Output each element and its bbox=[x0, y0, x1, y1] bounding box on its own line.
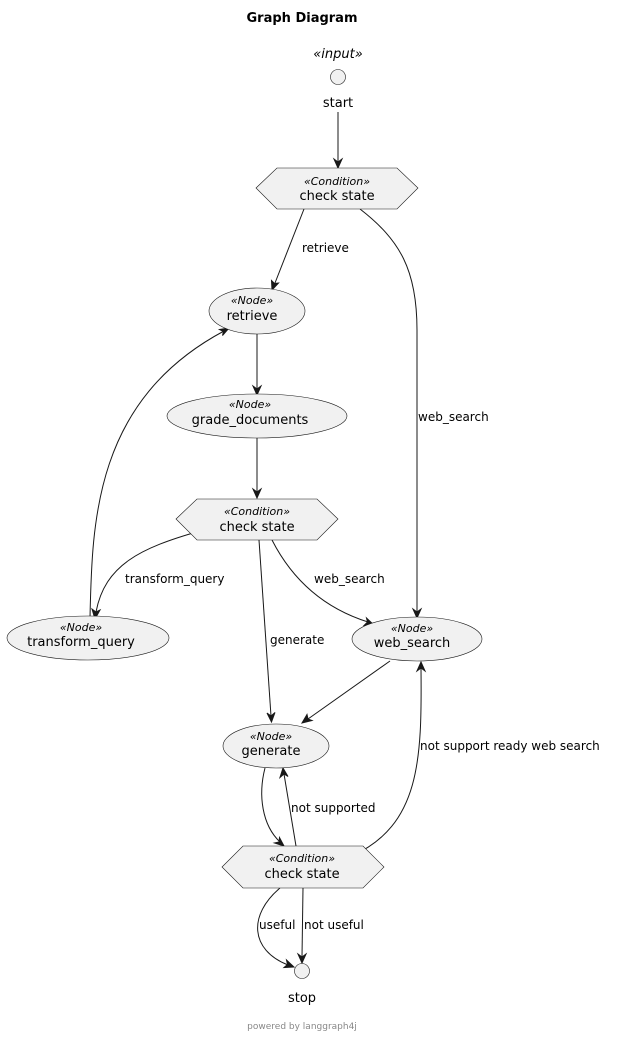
condition-node-1[interactable]: «Condition» check state bbox=[255, 167, 419, 210]
edge-condition2-to-generate bbox=[258, 539, 272, 717]
edge-condition3-to-stop-not-useful bbox=[301, 887, 304, 958]
condition-3-label: check state bbox=[264, 867, 339, 882]
edge-label-transform-query: transform_query bbox=[125, 572, 224, 586]
arrowhead bbox=[278, 766, 289, 780]
arrowhead bbox=[251, 384, 263, 397]
arrowhead bbox=[217, 327, 231, 336]
node-web-search[interactable]: «Node» web_search bbox=[351, 616, 483, 662]
arrowhead bbox=[296, 952, 308, 965]
arrowhead bbox=[91, 607, 102, 621]
generate-label: generate bbox=[242, 744, 301, 759]
arrowhead bbox=[266, 712, 276, 724]
arrowhead bbox=[282, 958, 296, 969]
stop-node[interactable] bbox=[294, 963, 310, 979]
transform-query-stereotype: «Node» bbox=[60, 621, 102, 634]
edge-label-not-supported: not supported bbox=[291, 801, 376, 815]
start-node[interactable] bbox=[330, 69, 346, 85]
edges: retrieve web_search transform_query web_… bbox=[89, 112, 600, 969]
edge-condition2-to-transform bbox=[95, 530, 201, 613]
edge-label-useful: useful bbox=[259, 918, 295, 932]
edge-condition3-to-generate bbox=[283, 773, 297, 847]
edge-web-search-to-generate bbox=[307, 660, 391, 720]
edge-label-generate: generate bbox=[270, 633, 324, 647]
arrowhead bbox=[300, 713, 314, 724]
edge-generate-to-condition3 bbox=[261, 767, 281, 843]
grade-documents-label: grade_documents bbox=[192, 413, 309, 428]
node-generate[interactable]: «Node» generate bbox=[222, 723, 330, 769]
node-retrieve[interactable]: «Node» retrieve bbox=[208, 287, 306, 335]
web-search-label: web_search bbox=[374, 636, 451, 651]
arrowhead bbox=[411, 607, 423, 620]
web-search-stereotype: «Node» bbox=[391, 622, 433, 635]
input-stereotype: «input» bbox=[313, 47, 363, 62]
arrowhead bbox=[415, 660, 427, 673]
arrowhead bbox=[332, 157, 344, 170]
condition-3-stereotype: «Condition» bbox=[269, 852, 335, 865]
condition-1-stereotype: «Condition» bbox=[304, 175, 370, 188]
grade-documents-stereotype: «Node» bbox=[229, 398, 271, 411]
generate-stereotype: «Node» bbox=[250, 730, 292, 743]
node-transform-query[interactable]: «Node» transform_query bbox=[6, 615, 170, 661]
edge-label-not-useful: not useful bbox=[304, 918, 364, 932]
edge-condition1-to-web-search bbox=[359, 208, 418, 612]
condition-node-2[interactable]: «Condition» check state bbox=[175, 498, 339, 541]
edge-label-web-search-2: web_search bbox=[314, 572, 385, 586]
edge-transform-to-retrieve bbox=[89, 330, 225, 619]
footer-text: powered by langgraph4j bbox=[247, 1022, 357, 1032]
arrowhead bbox=[251, 487, 263, 500]
condition-node-3[interactable]: «Condition» check state bbox=[221, 845, 385, 889]
edge-label-web-search-1: web_search bbox=[418, 410, 489, 424]
edge-condition1-to-retrieve bbox=[274, 208, 305, 284]
retrieve-label: retrieve bbox=[227, 309, 278, 324]
condition-2-stereotype: «Condition» bbox=[224, 505, 290, 518]
condition-1-label: check state bbox=[299, 189, 374, 204]
condition-2-label: check state bbox=[219, 520, 294, 535]
arrowhead bbox=[270, 279, 280, 292]
start-label: start bbox=[323, 96, 353, 111]
edge-condition2-to-web-search bbox=[271, 539, 369, 623]
edge-condition3-to-stop-useful bbox=[257, 887, 289, 966]
edge-label-retrieve: retrieve bbox=[302, 241, 349, 255]
edge-label-not-support-ready: not support ready web search bbox=[420, 739, 600, 753]
diagram-title: Graph Diagram bbox=[247, 11, 358, 26]
transform-query-label: transform_query bbox=[27, 635, 135, 650]
node-grade-documents[interactable]: «Node» grade_documents bbox=[166, 393, 348, 439]
edge-condition3-to-web-search bbox=[351, 667, 422, 857]
arrowhead bbox=[272, 835, 286, 847]
retrieve-stereotype: «Node» bbox=[231, 294, 273, 307]
stop-label: stop bbox=[288, 991, 316, 1006]
